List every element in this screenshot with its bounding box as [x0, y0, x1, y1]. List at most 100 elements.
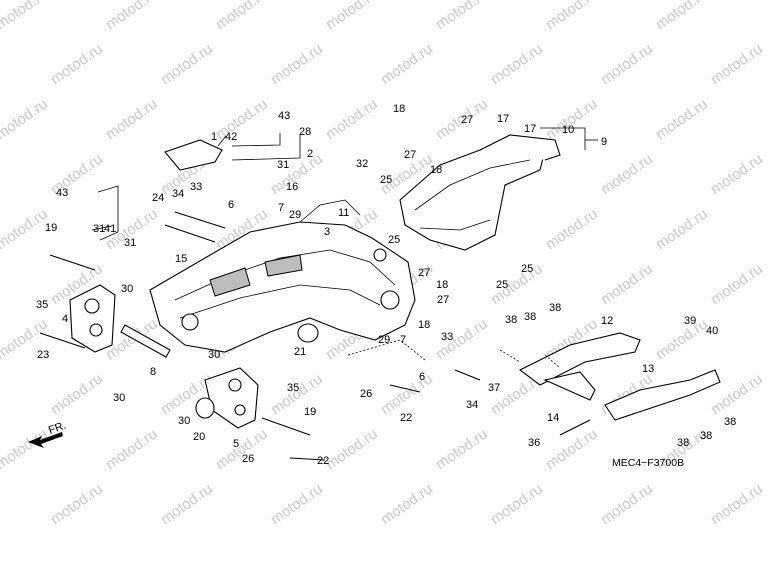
callout-30b: 30 — [113, 392, 125, 404]
callout-27b: 27 — [404, 149, 416, 161]
callout-12: 12 — [601, 315, 613, 327]
callout-23: 23 — [37, 349, 49, 361]
callout-34b: 34 — [466, 399, 478, 411]
callout-36: 36 — [528, 437, 540, 449]
callout-31b: 31 — [124, 237, 136, 249]
watermark-text: motod.ru — [598, 40, 656, 88]
callout-17a: 17 — [497, 113, 509, 125]
callout-26a: 26 — [360, 388, 372, 400]
watermark-text: motod.ru — [653, 0, 711, 33]
watermark-text: motod.ru — [598, 260, 656, 308]
callout-30c: 30 — [208, 349, 220, 361]
callout-38f: 38 — [677, 437, 689, 449]
diagram-code: MEC4−F3700B — [612, 457, 684, 469]
callout-17b: 17 — [524, 123, 536, 135]
callout-32: 32 — [356, 158, 368, 170]
watermark-text: motod.ru — [103, 95, 161, 143]
callout-26b: 26 — [242, 453, 254, 465]
callout-35b: 35 — [287, 382, 299, 394]
callout-25c: 25 — [521, 263, 533, 275]
watermark-text: motod.ru — [0, 205, 51, 253]
callout-24: 24 — [152, 192, 164, 204]
watermark-text: motod.ru — [268, 480, 326, 528]
callout-31c: 31 — [93, 223, 105, 235]
watermark-text: motod.ru — [323, 425, 381, 473]
svg-text:FR.: FR. — [47, 419, 68, 436]
rear-subframe — [399, 134, 561, 251]
callout-18c: 18 — [436, 279, 448, 291]
lower-bracket-left — [69, 284, 116, 353]
callout-15: 15 — [175, 253, 187, 265]
watermark-text: motod.ru — [48, 370, 106, 418]
callout-27c: 27 — [418, 267, 430, 279]
callout-20: 20 — [193, 431, 205, 443]
bolts — [39, 211, 591, 461]
watermark-text: motod.ru — [48, 480, 106, 528]
front-arrow-icon: FR. — [28, 419, 68, 448]
callout-27a: 27 — [461, 114, 473, 126]
callout-40: 40 — [706, 325, 718, 337]
callout-7b: 7 — [400, 334, 406, 346]
watermark-text: motod.ru — [213, 95, 271, 143]
plate-1 — [164, 139, 223, 171]
watermark-text: motod.ru — [708, 150, 766, 198]
callout-38e: 38 — [700, 430, 712, 442]
watermark-text: motod.ru — [268, 40, 326, 88]
callout-38b: 38 — [505, 314, 517, 326]
callout-4: 4 — [62, 313, 68, 325]
watermark-text: motod.ru — [268, 370, 326, 418]
watermark-text: motod.ru — [158, 480, 216, 528]
callout-16: 16 — [286, 181, 298, 193]
watermark-text: motod.ru — [543, 0, 601, 33]
rail-12 — [518, 332, 641, 401]
watermark-text: motod.ru — [708, 260, 766, 308]
callout-6b: 6 — [419, 371, 425, 383]
callout-37: 37 — [488, 382, 500, 394]
callout-11: 11 — [338, 207, 349, 219]
watermark-text: motod.ru — [103, 0, 161, 33]
bracket-5 — [204, 367, 259, 429]
watermark-text: motod.ru — [158, 40, 216, 88]
callout-25b: 25 — [388, 234, 400, 246]
watermark-text: motod.ru — [0, 95, 51, 143]
watermark-text: motod.ru — [323, 95, 381, 143]
callout-13: 13 — [642, 363, 654, 375]
callout-35a: 35 — [36, 299, 48, 311]
callout-30a: 30 — [121, 283, 133, 295]
leader-lines — [91, 127, 598, 369]
callout-25a: 25 — [380, 174, 392, 186]
watermark-text: motod.ru — [0, 425, 51, 473]
callout-28: 28 — [299, 126, 311, 138]
callout-22b: 22 — [317, 455, 329, 467]
watermark-text: motod.ru — [0, 0, 51, 33]
callout-8: 8 — [150, 366, 156, 378]
callout-25d: 25 — [496, 279, 508, 291]
shaft-8 — [120, 324, 171, 358]
watermark-text: motod.ru — [378, 480, 436, 528]
callout-21: 21 — [294, 346, 306, 358]
callout-19b: 19 — [304, 406, 316, 418]
callout-38a: 38 — [549, 302, 561, 314]
callout-27d: 27 — [437, 294, 449, 306]
callout-18a: 18 — [393, 103, 405, 115]
callout-31a: 31 — [277, 159, 289, 171]
watermark-text: motod.ru — [543, 205, 601, 253]
callout-43b: 43 — [56, 187, 68, 199]
callout-14: 14 — [547, 412, 559, 424]
callout-1: 1 — [211, 131, 217, 143]
callout-18b: 18 — [430, 164, 442, 176]
watermark-text: motod.ru — [433, 425, 491, 473]
callout-5: 5 — [233, 438, 239, 450]
mount-rubbers — [195, 323, 319, 419]
callout-41: 41 — [104, 223, 116, 235]
callout-10: 10 — [562, 124, 574, 136]
watermark-text: motod.ru — [48, 40, 106, 88]
callout-29b: 29 — [378, 334, 390, 346]
watermark-text: motod.ru — [708, 480, 766, 528]
watermark-text: motod.ru — [488, 40, 546, 88]
watermark-text: motod.ru — [488, 480, 546, 528]
watermark-text: motod.ru — [103, 425, 161, 473]
callout-34a: 34 — [172, 188, 184, 200]
callout-labels: 1 2 3 4 5 6 6 7 7 8 9 10 11 12 13 14 15 … — [36, 103, 736, 467]
